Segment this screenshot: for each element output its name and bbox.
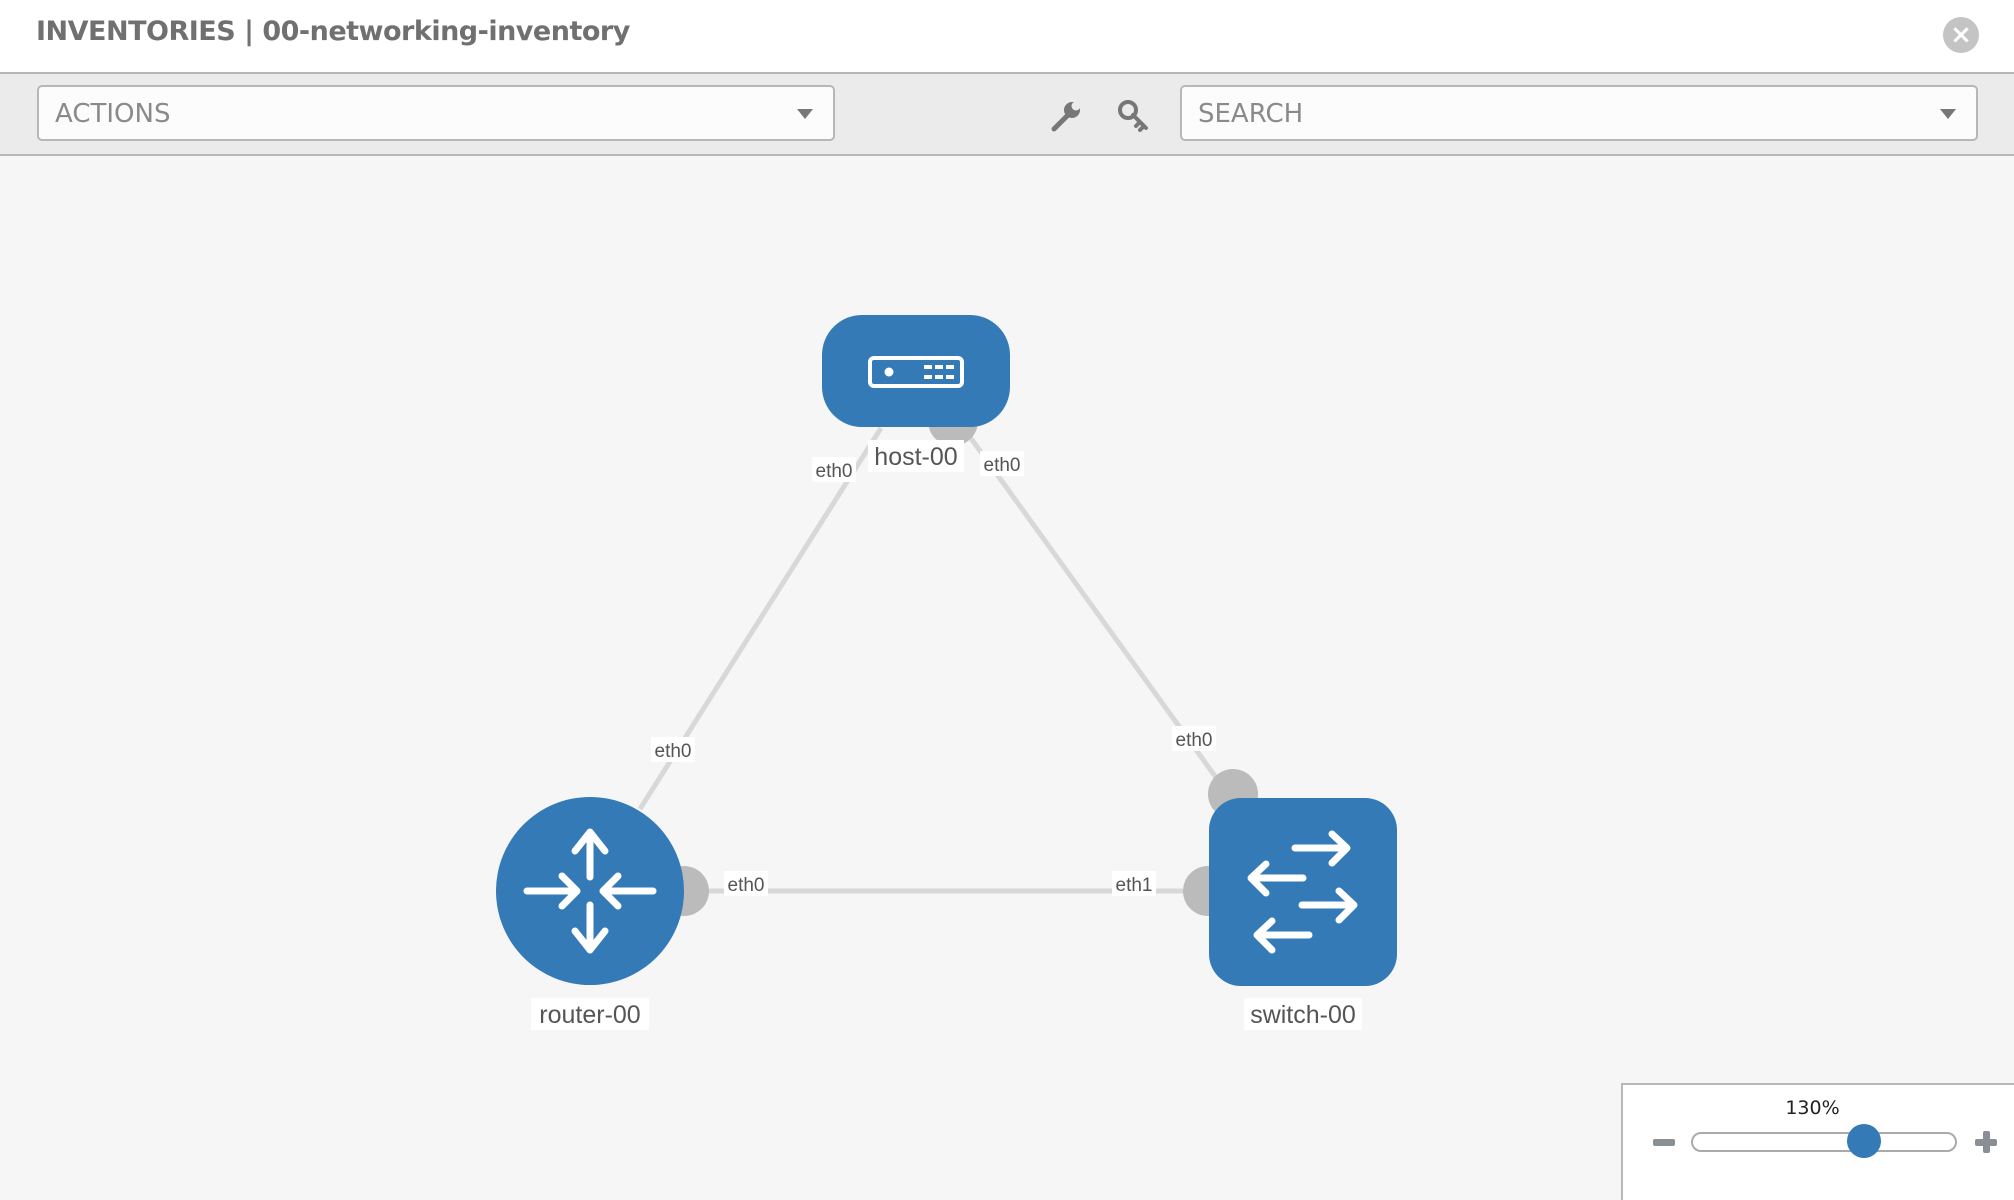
- svg-text:eth0: eth0: [728, 875, 765, 896]
- svg-text:eth0: eth0: [816, 461, 853, 482]
- page-title: INVENTORIES | 00-networking-inventory: [36, 16, 630, 47]
- node-host-00[interactable]: [822, 315, 1010, 427]
- port-label: eth1: [1112, 871, 1156, 896]
- key-icon[interactable]: [1116, 98, 1152, 134]
- router-arrows-icon: [523, 828, 657, 954]
- actions-label: ACTIONS: [55, 99, 171, 129]
- actions-dropdown[interactable]: ACTIONS: [37, 85, 835, 141]
- zoom-slider-thumb[interactable]: [1846, 1124, 1881, 1158]
- node-label: router-00: [531, 998, 649, 1030]
- wrench-icon[interactable]: [1048, 98, 1084, 134]
- svg-text:switch-00: switch-00: [1250, 1001, 1356, 1029]
- svg-text:eth1: eth1: [1116, 875, 1153, 896]
- search-dropdown[interactable]: SEARCH: [1180, 85, 1978, 141]
- toolbar: ACTIONS SEARCH: [0, 74, 2014, 156]
- zoom-in-button[interactable]: [1975, 1131, 1997, 1153]
- server-icon: [868, 356, 964, 388]
- chevron-down-icon: [1940, 109, 1956, 119]
- node-label: switch-00: [1244, 998, 1362, 1030]
- svg-text:host-00: host-00: [874, 443, 957, 471]
- node-switch-00[interactable]: [1209, 798, 1397, 986]
- port-label: eth0: [651, 737, 695, 762]
- title-bar: INVENTORIES | 00-networking-inventory ×: [0, 0, 2014, 74]
- port-label: eth0: [724, 871, 768, 896]
- svg-text:eth0: eth0: [984, 455, 1021, 476]
- zoom-level: 130%: [1785, 1097, 1840, 1119]
- port-label: eth0: [980, 451, 1024, 476]
- search-label: SEARCH: [1198, 99, 1304, 129]
- network-canvas[interactable]: eth0 eth0 eth0 eth0 eth0 eth1 host-00 ro…: [0, 156, 2014, 1200]
- close-icon[interactable]: ×: [1943, 17, 1979, 53]
- zoom-control: 130%: [1621, 1083, 2014, 1200]
- switch-arrows-icon: [1247, 830, 1358, 954]
- chevron-down-icon: [797, 109, 813, 119]
- svg-text:eth0: eth0: [655, 741, 692, 762]
- zoom-slider[interactable]: [1691, 1132, 1957, 1152]
- svg-text:eth0: eth0: [1176, 730, 1213, 751]
- link-host-switch[interactable]: [967, 435, 1223, 785]
- node-router-00[interactable]: [496, 797, 684, 985]
- port-label: eth0: [1172, 726, 1216, 751]
- svg-text:router-00: router-00: [539, 1001, 640, 1029]
- zoom-out-button[interactable]: [1653, 1139, 1675, 1146]
- node-label: host-00: [868, 440, 964, 472]
- port-label: eth0: [812, 457, 856, 482]
